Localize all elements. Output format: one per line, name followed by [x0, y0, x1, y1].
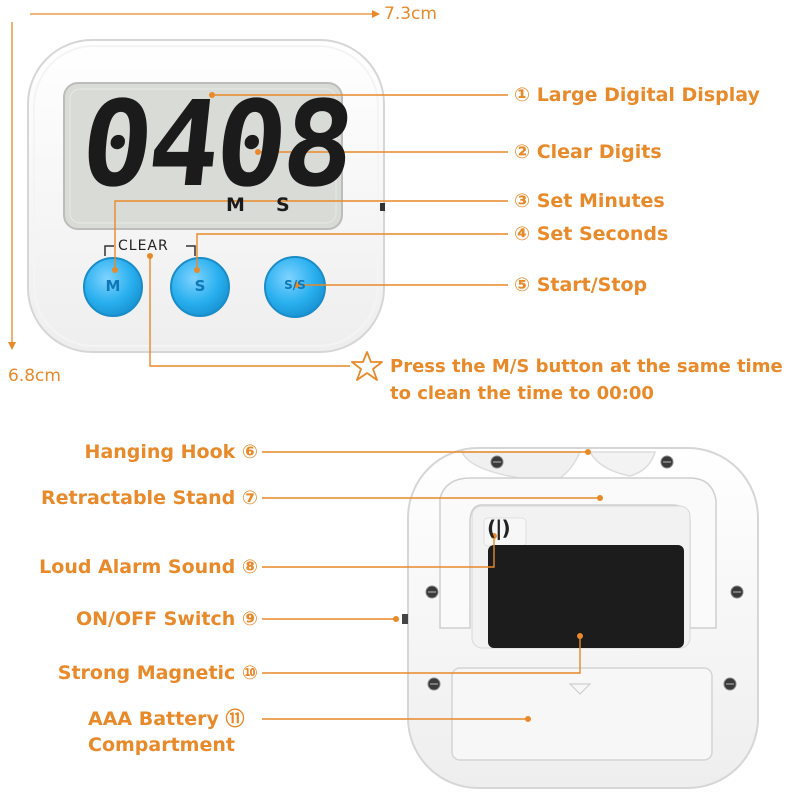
- height-label: 6.8cm: [8, 366, 61, 386]
- lcd-digits: 0408: [74, 75, 358, 213]
- front-buttons: [83, 256, 326, 318]
- front-callout-lines: [112, 92, 508, 367]
- start-stop-button-label[interactable]: S/S: [284, 278, 306, 292]
- callout-on-off-switch: ON/OFF Switch ⑨: [75, 608, 258, 630]
- back-callout-lines: [262, 449, 603, 722]
- height-dimension-line: [8, 22, 16, 350]
- clear-bracket: [104, 245, 196, 256]
- callout-battery-line1: AAA Battery ⑪: [88, 708, 245, 730]
- lcd-screen: [63, 82, 343, 230]
- callout-start-stop: ⑤ Start/Stop: [514, 274, 648, 296]
- clear-note-line2: to clean the time to 00:00: [390, 383, 654, 404]
- magnet-block: [488, 545, 684, 648]
- clear-label: CLEAR: [118, 238, 169, 254]
- star-icon: [351, 351, 383, 381]
- width-label: 7.3cm: [384, 4, 437, 24]
- callout-alarm-sound: Loud Alarm Sound ⑧: [39, 556, 258, 578]
- callout-set-minutes: ③ Set Minutes: [514, 190, 665, 212]
- callout-clear-digits: ② Clear Digits: [514, 141, 662, 163]
- callout-large-display: ① Large Digital Display: [514, 84, 760, 106]
- seconds-button: [170, 257, 230, 317]
- callout-hanging-hook: Hanging Hook ⑥: [84, 441, 258, 463]
- callout-set-seconds: ④ Set Seconds: [514, 223, 669, 245]
- callout-strong-magnetic: Strong Magnetic ⑩: [57, 662, 258, 684]
- callout-battery-line2: Compartment: [88, 734, 235, 756]
- lcd-unit-m: M: [226, 194, 245, 216]
- speaker-icon: (|): [487, 516, 511, 540]
- timer-back: [402, 447, 759, 789]
- seconds-button-label[interactable]: S: [194, 277, 206, 295]
- minutes-button-label[interactable]: M: [105, 277, 121, 295]
- lcd-unit-s: S: [276, 194, 290, 216]
- callout-retractable-stand: Retractable Stand ⑦: [41, 487, 258, 509]
- clear-note-line1: Press the M/S button at the same time: [390, 356, 783, 377]
- width-dimension-line: [30, 10, 380, 18]
- minutes-button: [83, 257, 143, 317]
